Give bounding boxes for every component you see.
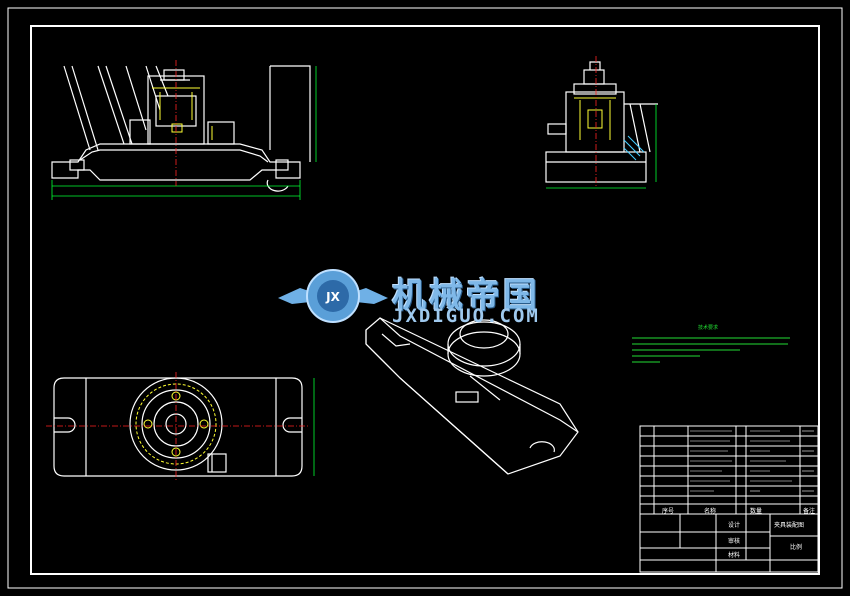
side-view-section — [623, 135, 645, 161]
technical-notes-lines — [632, 337, 790, 363]
parts-col-no: 序号 — [662, 508, 675, 515]
title-block-check: 审核 — [728, 538, 741, 545]
watermark-url: JXDIGUO.COM — [392, 305, 540, 327]
title-block — [639, 425, 819, 573]
parts-list-fill — [690, 430, 814, 492]
title-block-drawing-title: 夹具装配图 — [774, 522, 805, 529]
title-block-material: 材料 — [728, 552, 741, 559]
title-block-ratio: 比例 — [790, 544, 803, 551]
watermark-emblem: JX — [278, 269, 388, 323]
parts-col-remark: 备注 — [803, 508, 816, 515]
side-view-hidden — [574, 97, 616, 140]
watermark-badge: JX — [325, 290, 340, 304]
top-view-center — [46, 372, 310, 480]
isometric-view — [365, 317, 579, 475]
inner-frame — [30, 25, 820, 575]
front-view — [51, 65, 311, 192]
side-view-dims — [546, 104, 657, 189]
top-view — [53, 377, 303, 477]
watermark-title: 机械帝国 — [392, 276, 540, 316]
notes-heading: 技术要求 — [698, 325, 719, 331]
parts-col-qty: 数量 — [750, 508, 763, 515]
title-block-design: 设计 — [728, 522, 741, 529]
parts-col-name: 名称 — [704, 508, 717, 515]
outer-frame — [7, 7, 843, 589]
